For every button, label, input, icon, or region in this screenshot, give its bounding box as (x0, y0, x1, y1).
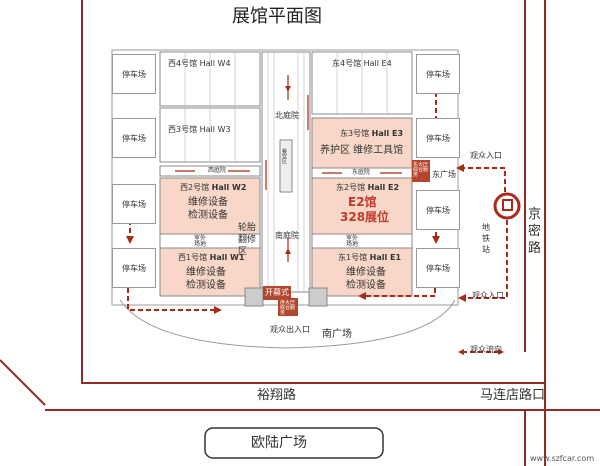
hall-e1-block (311, 247, 413, 297)
hall-e3-desc: 养护区 维修工具馆 (320, 145, 404, 156)
east-lobby-box (412, 160, 430, 182)
outdoor-area-west: 室外场地 (194, 235, 207, 248)
metro-station-label: 地铁站 (482, 223, 490, 254)
map-title: 展馆平面图 (232, 6, 322, 27)
arrow-flow-east-bottom (458, 294, 466, 302)
road-outer-boundary (81, 0, 546, 384)
hall-w2-desc1: 维修设备 (188, 197, 228, 208)
parking-label: 停车场 (426, 263, 450, 273)
metro-symbol (493, 192, 521, 220)
outdoor-east (311, 233, 413, 249)
hall-e3-label: 东3号馆 Hall E3 (340, 129, 404, 138)
visitor-entrance-exit-label: 观众出入口 (270, 325, 310, 334)
oulu-square-box (204, 427, 384, 459)
arrow-flow-east (358, 292, 366, 300)
parking-lot-se: 停车场 (416, 248, 460, 288)
oulu-square-label: 欧陆广场 (251, 435, 307, 451)
watermark: www.szfcar.com (530, 454, 595, 463)
parking-lot-ne2: 停车场 (416, 118, 460, 158)
hall-e2-block (311, 177, 413, 235)
east-square-label: 东广场 (432, 170, 456, 179)
flow-path-east (365, 280, 436, 297)
food-area-label: 餐饮区 (282, 149, 288, 165)
parking-label: 停车场 (426, 205, 450, 215)
road-yuxiang-top (0, 359, 46, 406)
hall-e2-label: 东2号馆 Hall E2 (336, 183, 400, 192)
flow-path-east-top (462, 167, 506, 192)
entrance-left (244, 287, 264, 307)
parking-lot-w: 停车场 (112, 184, 156, 224)
hall-w1-label: 西1号馆 Hall W1 (178, 253, 245, 262)
corridor-west (159, 165, 261, 177)
jingmi-road-label: 京密路 (528, 207, 542, 256)
parking-label: 停车场 (122, 263, 146, 273)
visitor-entrance-bottom-label: 观众入口 (472, 291, 504, 300)
malian-intersection-label: 马连店路口 (480, 388, 546, 403)
hall-e4-label: 东4号馆 Hall E4 (332, 59, 392, 68)
north-courtyard-label: 北庭院 (275, 111, 299, 120)
hall-w1-desc2: 检测设备 (186, 280, 226, 291)
parking-label: 停车场 (426, 133, 450, 143)
opening-ceremony-label: 开幕式 (265, 288, 289, 297)
parking-lot-nw2: 停车场 (112, 118, 156, 158)
east-lobby-label: 东大厅综合服务 (413, 162, 429, 178)
south-plaza-curve (119, 299, 456, 349)
parking-label: 停车场 (122, 69, 146, 79)
arrow-flow-east-top (456, 164, 464, 172)
parking-lot-nw1: 停车场 (112, 54, 156, 94)
hall-e1-desc2: 检测设备 (346, 280, 386, 291)
outdoor-area-east: 室外场地 (346, 235, 359, 248)
parking-lot-ne1: 停车场 (416, 54, 460, 94)
arrow-flow-e-mid (432, 236, 440, 244)
hall-w1-block (159, 247, 261, 297)
hall-w2-label: 西2号馆 Hall W2 (180, 183, 247, 192)
hall-e2-highlight: E2馆 (348, 195, 377, 209)
entrance-right (308, 287, 328, 307)
arrow-flow-west (214, 306, 222, 314)
east-courtyard-label: 东庭院 (352, 169, 371, 176)
outdoor-west (159, 233, 261, 249)
arrow-legend-left (458, 349, 464, 355)
parking-label: 停车场 (122, 133, 146, 143)
yuxiang-road-label: 裕翔路 (257, 388, 297, 403)
visitor-flow-legend-label: 观众流向 (470, 345, 502, 354)
flow-path-west (127, 280, 215, 311)
booth-number: 328展位 (340, 210, 390, 224)
parking-label: 停车场 (426, 69, 450, 79)
hall-w2-desc2: 检测设备 (188, 210, 228, 221)
parking-lot-e: 停车场 (416, 190, 460, 230)
hall-w1-desc1: 维修设备 (186, 267, 226, 278)
parking-label: 停车场 (122, 199, 146, 209)
arrow-legend-right (498, 349, 504, 355)
tire-retread-area-label: 轮胎翻修区 (238, 223, 257, 257)
visitor-entrance-top-label: 观众入口 (470, 151, 502, 160)
main-lobby-box (278, 298, 298, 316)
south-courtyard-label: 南庭院 (275, 231, 299, 240)
hall-w4-label: 西4号馆 Hall W4 (168, 59, 231, 68)
hall-w3-label: 西3号馆 Hall W3 (168, 125, 231, 134)
hall-e1-desc1: 维修设备 (346, 267, 386, 278)
flow-path-east-bottom (465, 220, 508, 299)
central-food-area (279, 139, 293, 193)
parking-lot-sw: 停车场 (112, 248, 156, 288)
arrow-flow-w-mid (126, 236, 134, 244)
hall-e3-block (311, 117, 413, 169)
south-square-label: 南广场 (322, 329, 352, 340)
west-courtyard-label: 西庭院 (208, 167, 227, 174)
hall-e1-label: 东1号馆 Hall E1 (338, 253, 402, 262)
opening-ceremony-box (263, 286, 291, 300)
main-lobby-label: 序大厅综合服务 (280, 300, 296, 316)
